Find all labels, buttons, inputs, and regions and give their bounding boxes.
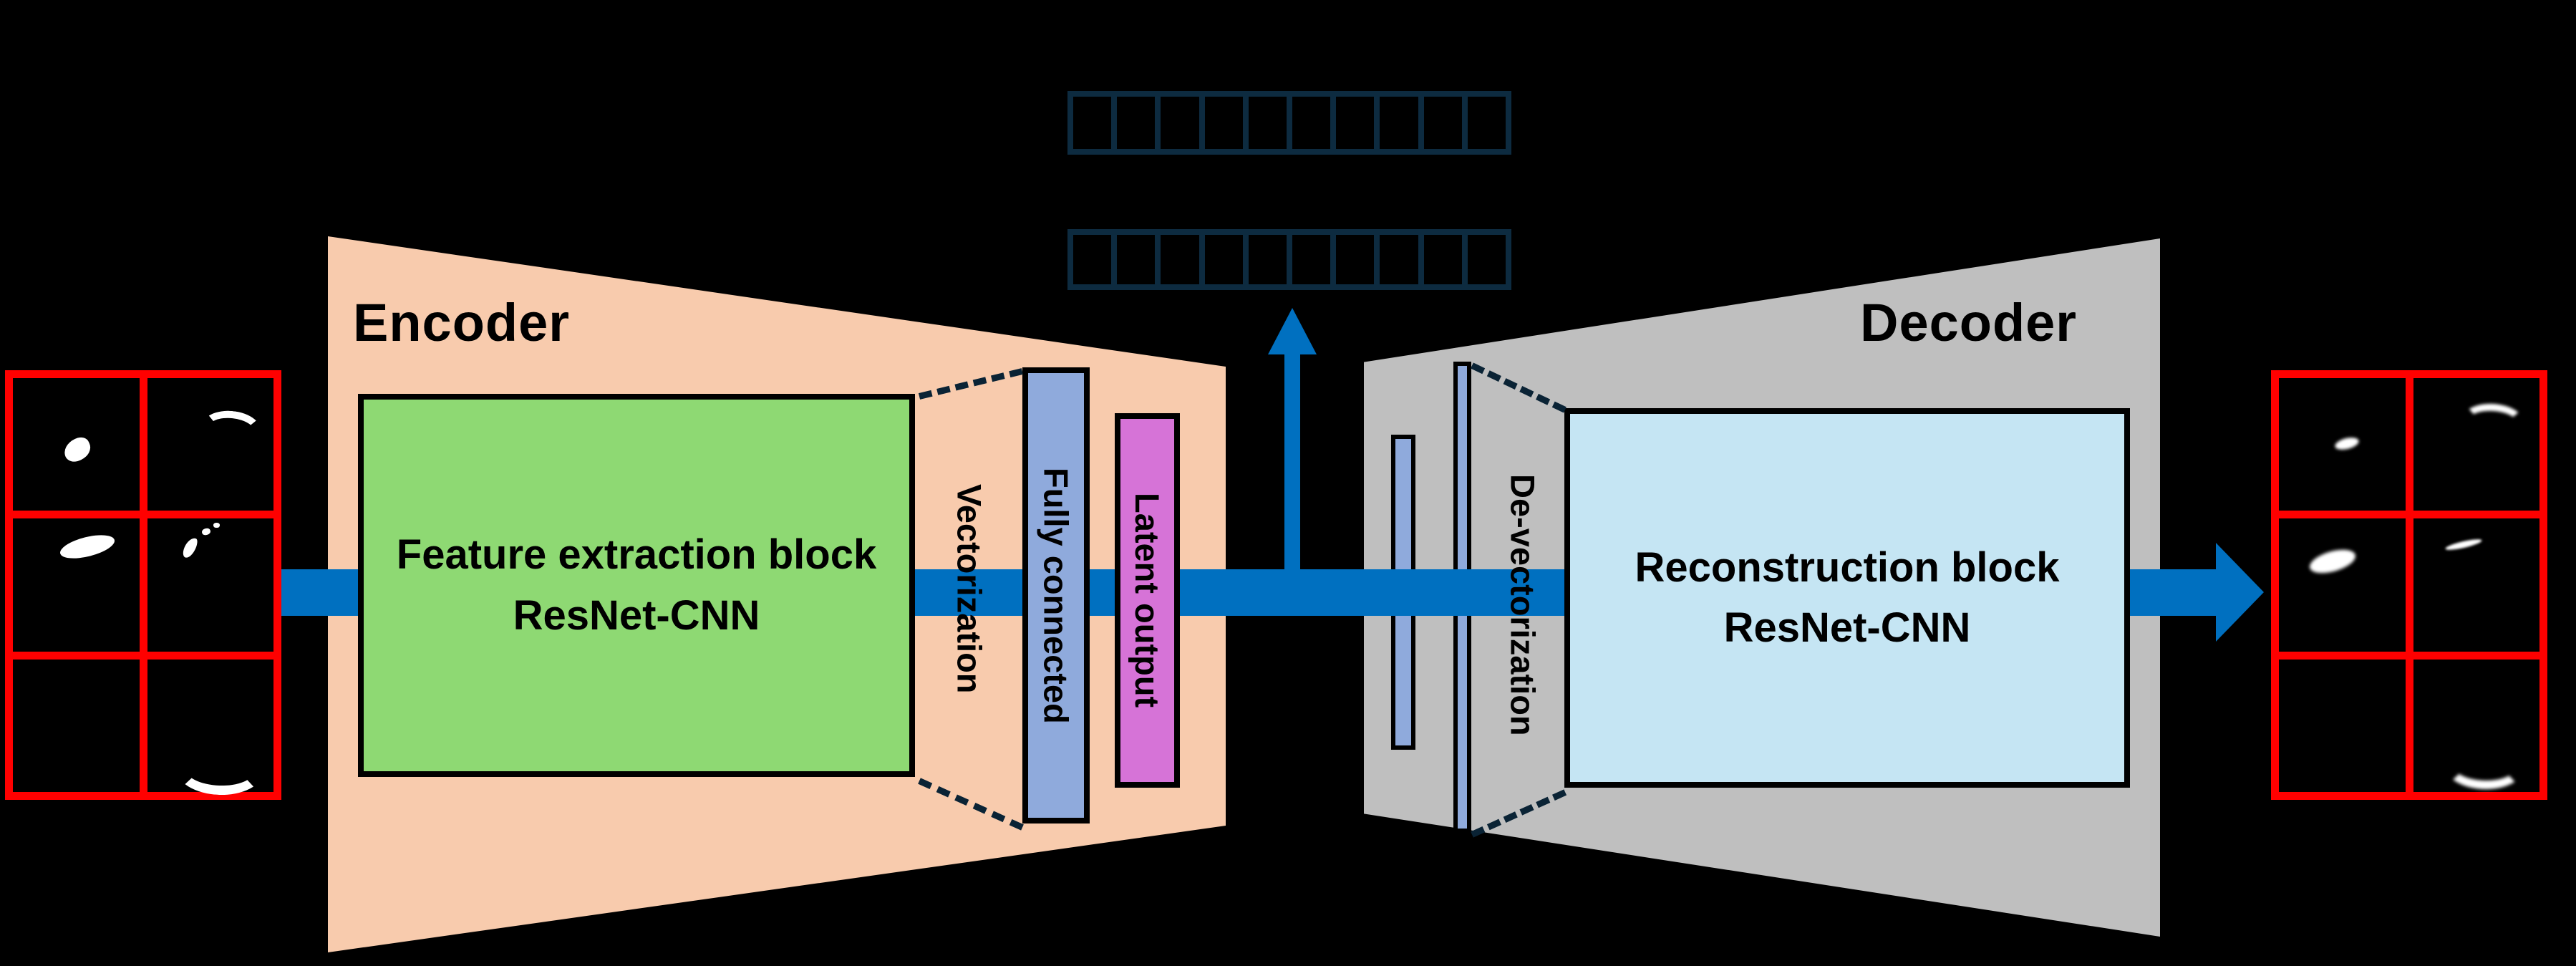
output-image-cell (2413, 378, 2539, 511)
de-vectorization-area: De-vectorization (1483, 390, 1562, 820)
input-image-cell (13, 518, 140, 652)
latent-cell (1461, 235, 1506, 284)
latent-cell (1374, 235, 1418, 284)
latent-cell (1199, 97, 1243, 149)
encoder-label: Encoder (353, 293, 571, 352)
latent-arrow-stem (1284, 351, 1300, 576)
latent-cell (1418, 97, 1462, 149)
input-image-blob (213, 523, 220, 528)
output-image-cell (2279, 518, 2406, 652)
latent-cell (1242, 235, 1287, 284)
reconstruction-line2: ResNet-CNN (1723, 604, 1971, 651)
latent-cell (1155, 235, 1199, 284)
latent-cell (1073, 235, 1111, 284)
latent-cell (1461, 97, 1506, 149)
latent-cell (1287, 97, 1330, 149)
feature-extraction-line2: ResNet-CNN (513, 591, 760, 639)
output-arrow-shaft (2130, 569, 2217, 616)
decoder-label: Decoder (1860, 293, 2078, 352)
input-image-grid (5, 370, 281, 800)
latent-output-label: Latent output (1128, 493, 1166, 708)
output-image-cell (2413, 659, 2539, 792)
latent-cell (1330, 97, 1374, 149)
latent-cell (1330, 235, 1374, 284)
vectorization-label: Vectorization (950, 484, 989, 694)
vectorization-area: Vectorization (922, 390, 1017, 788)
feature-extraction-block: Feature extraction block ResNet-CNN (358, 394, 915, 777)
feature-extraction-line1: Feature extraction block (396, 531, 877, 579)
latent-arrow-head (1268, 308, 1317, 354)
output-image-cell (2279, 659, 2406, 792)
latent-output-bar: Latent output (1115, 413, 1180, 788)
latent-row-top (1067, 91, 1511, 155)
latent-cell (1199, 235, 1243, 284)
input-image-cell (147, 378, 273, 511)
latent-row-bottom (1067, 229, 1511, 290)
latent-cell (1111, 97, 1155, 149)
fully-connected-bar: Fully connected (1022, 367, 1090, 823)
de-vectorization-label: De-vectorization (1504, 474, 1542, 736)
latent-cell (1073, 97, 1111, 149)
reconstruction-block: Reconstruction block ResNet-CNN (1564, 408, 2130, 788)
latent-cell (1155, 97, 1199, 149)
latent-cell (1418, 235, 1462, 284)
reconstruction-line1: Reconstruction block (1635, 544, 2060, 591)
latent-cell (1374, 97, 1418, 149)
output-arrow-head (2216, 543, 2264, 642)
latent-cell (1111, 235, 1155, 284)
output-image-grid (2271, 370, 2547, 800)
fully-connected-label: Fully connected (1037, 467, 1075, 724)
latent-cell (1242, 97, 1287, 149)
latent-cell (1287, 235, 1330, 284)
input-image-cell (147, 518, 273, 652)
input-image-cell (147, 659, 273, 792)
input-image-cell (13, 659, 140, 792)
